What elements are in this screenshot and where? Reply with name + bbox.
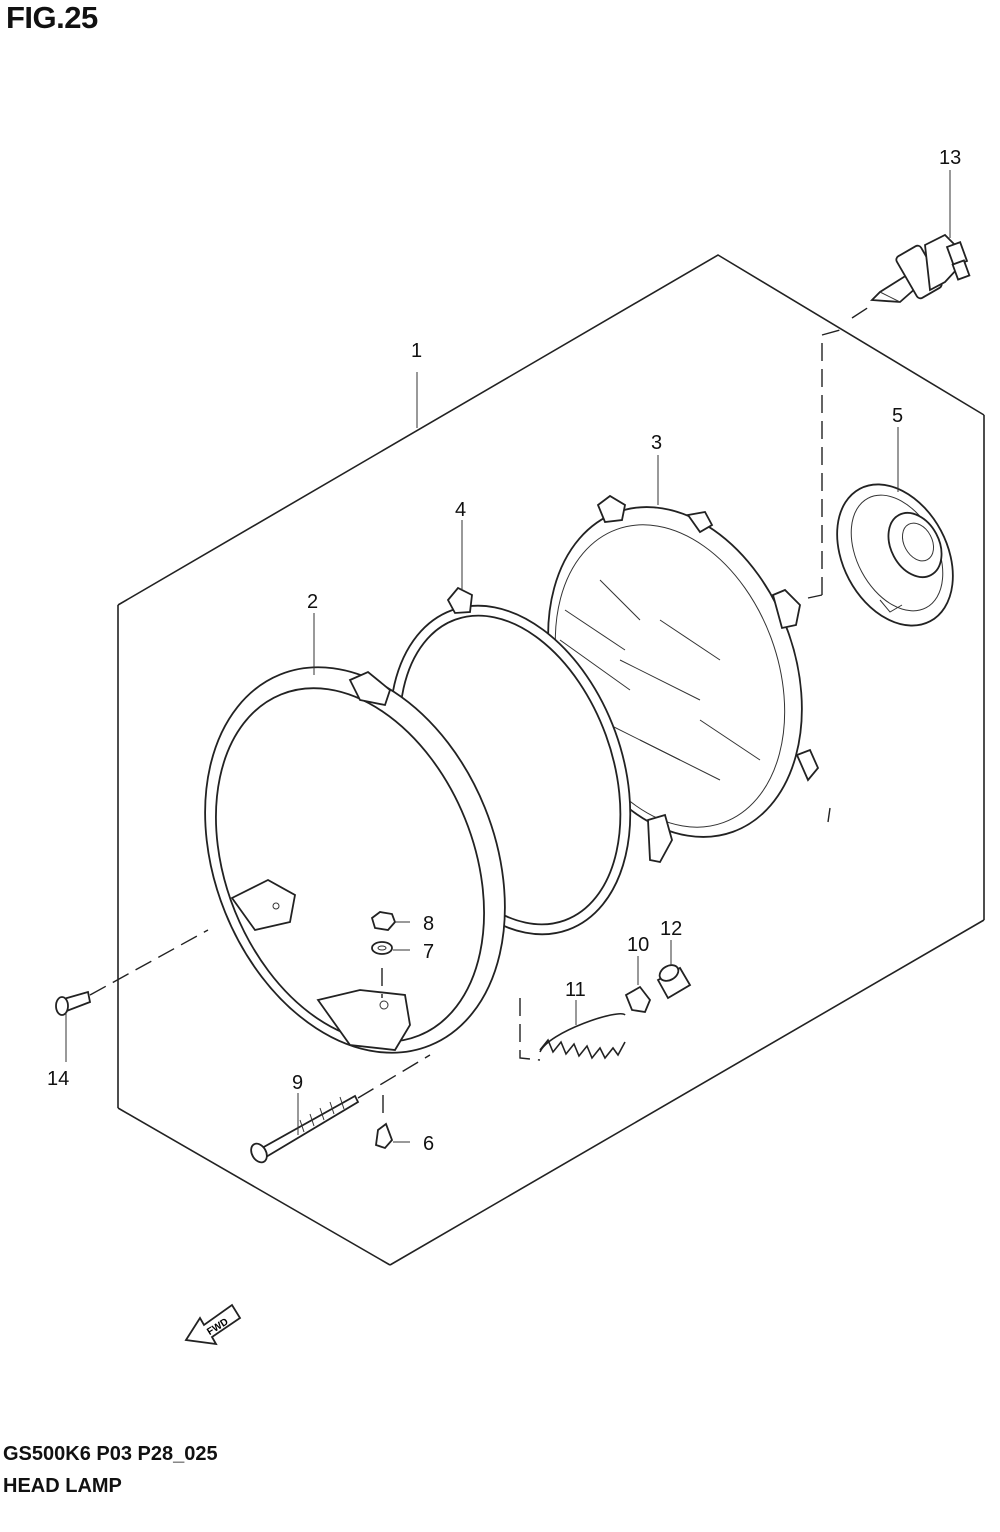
screw-part-9	[250, 1094, 360, 1164]
screw-part-6	[375, 1122, 410, 1150]
bushing-part-12	[656, 964, 692, 1000]
callout-11: 11	[565, 979, 586, 1001]
socket-cover-part-5	[836, 483, 954, 627]
callout-3: 3	[651, 432, 662, 454]
figure-code: GS500K6 P03 P28_025	[3, 1443, 218, 1465]
callout-13: 13	[939, 147, 961, 169]
leader-lines	[65, 170, 951, 1135]
assembly-box	[117, 254, 985, 1266]
callout-9: 9	[292, 1072, 303, 1094]
bolt-part-14	[55, 990, 92, 1016]
callout-5: 5	[892, 405, 903, 427]
figure-name: HEAD LAMP	[3, 1475, 122, 1497]
bulb-part-13	[869, 233, 971, 303]
figure-title: FIG.25	[6, 0, 98, 35]
callout-8: 8	[423, 913, 434, 935]
spring-part-11	[539, 1013, 626, 1060]
callout-4: 4	[455, 499, 466, 521]
outer-rim-part-2	[204, 666, 506, 1054]
callout-1: 1	[411, 340, 422, 362]
fwd-direction-arrow: FWD	[184, 1303, 242, 1346]
callout-14: 14	[47, 1068, 69, 1090]
nut-part-8	[370, 911, 410, 931]
callout-2: 2	[307, 591, 318, 613]
callout-numbers: 1 2 3 4 5 6 7 8 9 10 11 12 13 14	[47, 147, 961, 1155]
callout-12: 12	[660, 918, 682, 940]
callout-6: 6	[423, 1133, 434, 1155]
callout-7: 7	[423, 941, 434, 963]
callout-10: 10	[627, 934, 649, 956]
clip-part-10	[624, 985, 652, 1013]
washer-part-7	[371, 941, 410, 955]
